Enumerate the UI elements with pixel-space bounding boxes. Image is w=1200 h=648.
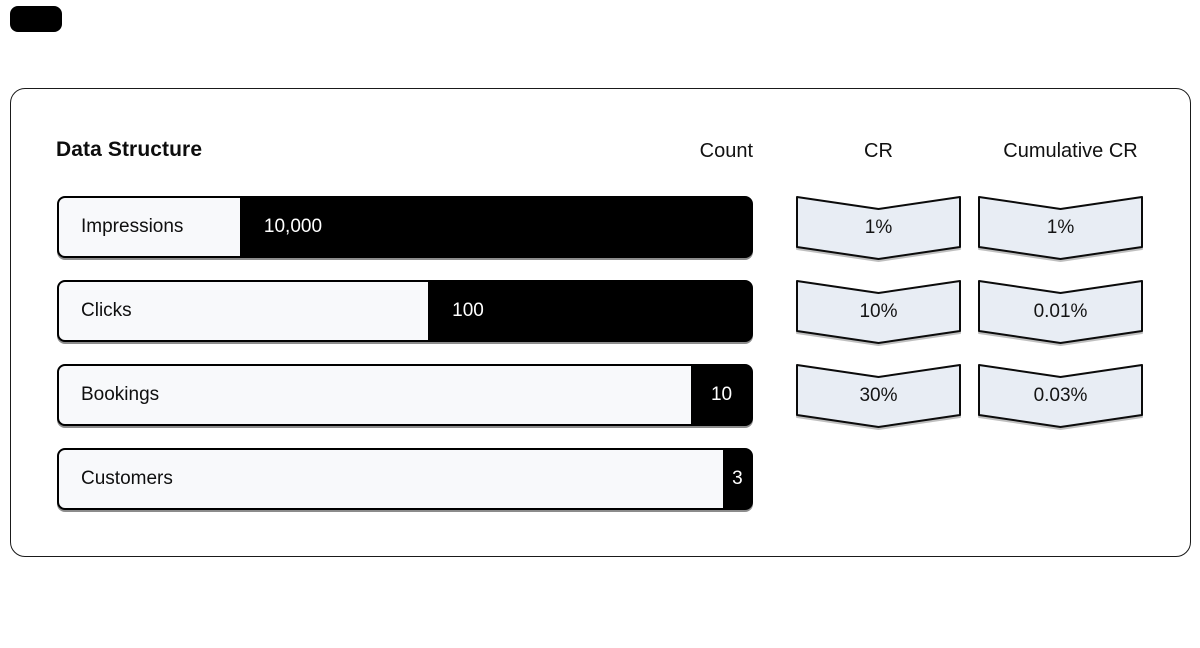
funnel-count-value: 3 <box>732 468 743 489</box>
funnel-stage-label: Bookings <box>81 384 160 405</box>
conversion-rate-value: 0.01% <box>1033 301 1088 322</box>
funnel-count-fill-bar: 10 <box>691 365 752 425</box>
funnel-count-value: 10 <box>710 384 733 405</box>
funnel-count-value: 100 <box>452 300 484 321</box>
black-corner-marker <box>10 6 62 32</box>
chevron-ribbon-icon <box>796 364 961 428</box>
funnel-row: 10 Bookings <box>57 364 753 426</box>
column-header-count: Count <box>699 140 753 162</box>
funnel-count-fill-bar: 10,000 <box>239 197 752 257</box>
conversion-rate-badge: 10% <box>796 280 961 344</box>
funnel-stage-label: Impressions <box>81 216 184 237</box>
column-header-cr: CR <box>864 140 893 162</box>
conversion-rate-badge: 1% <box>978 196 1143 260</box>
funnel-stage-label: Clicks <box>81 300 132 321</box>
conversion-rate-badge: 30% <box>796 364 961 428</box>
funnel-count-fill-bar: 100 <box>428 281 752 341</box>
funnel-stage-label: Customers <box>81 468 173 489</box>
chevron-ribbon-icon <box>796 196 961 260</box>
conversion-rate-value: 1% <box>1046 217 1075 238</box>
funnel-count-value: 10,000 <box>263 216 323 237</box>
conversion-rate-value: 10% <box>859 301 898 322</box>
chevron-ribbon-icon <box>796 280 961 344</box>
conversion-rate-value: 1% <box>864 217 893 238</box>
conversion-rate-badge: 0.01% <box>978 280 1143 344</box>
funnel-row: 3 Customers <box>57 448 753 510</box>
panel-title: Data Structure <box>56 138 203 161</box>
conversion-rate-value: 30% <box>859 385 898 406</box>
column-header-cumulative-cr: Cumulative CR <box>1003 140 1138 162</box>
conversion-rate-value: 0.03% <box>1033 385 1088 406</box>
funnel-row: 10,000 Impressions <box>57 196 753 258</box>
chevron-ribbon-icon <box>978 364 1143 428</box>
chevron-ribbon-icon <box>978 280 1143 344</box>
funnel-row: 100 Clicks <box>57 280 753 342</box>
conversion-rate-badge: 1% <box>796 196 961 260</box>
conversion-rate-badge: 0.03% <box>978 364 1143 428</box>
funnel-count-fill-bar: 3 <box>722 449 752 509</box>
chevron-ribbon-icon <box>978 196 1143 260</box>
